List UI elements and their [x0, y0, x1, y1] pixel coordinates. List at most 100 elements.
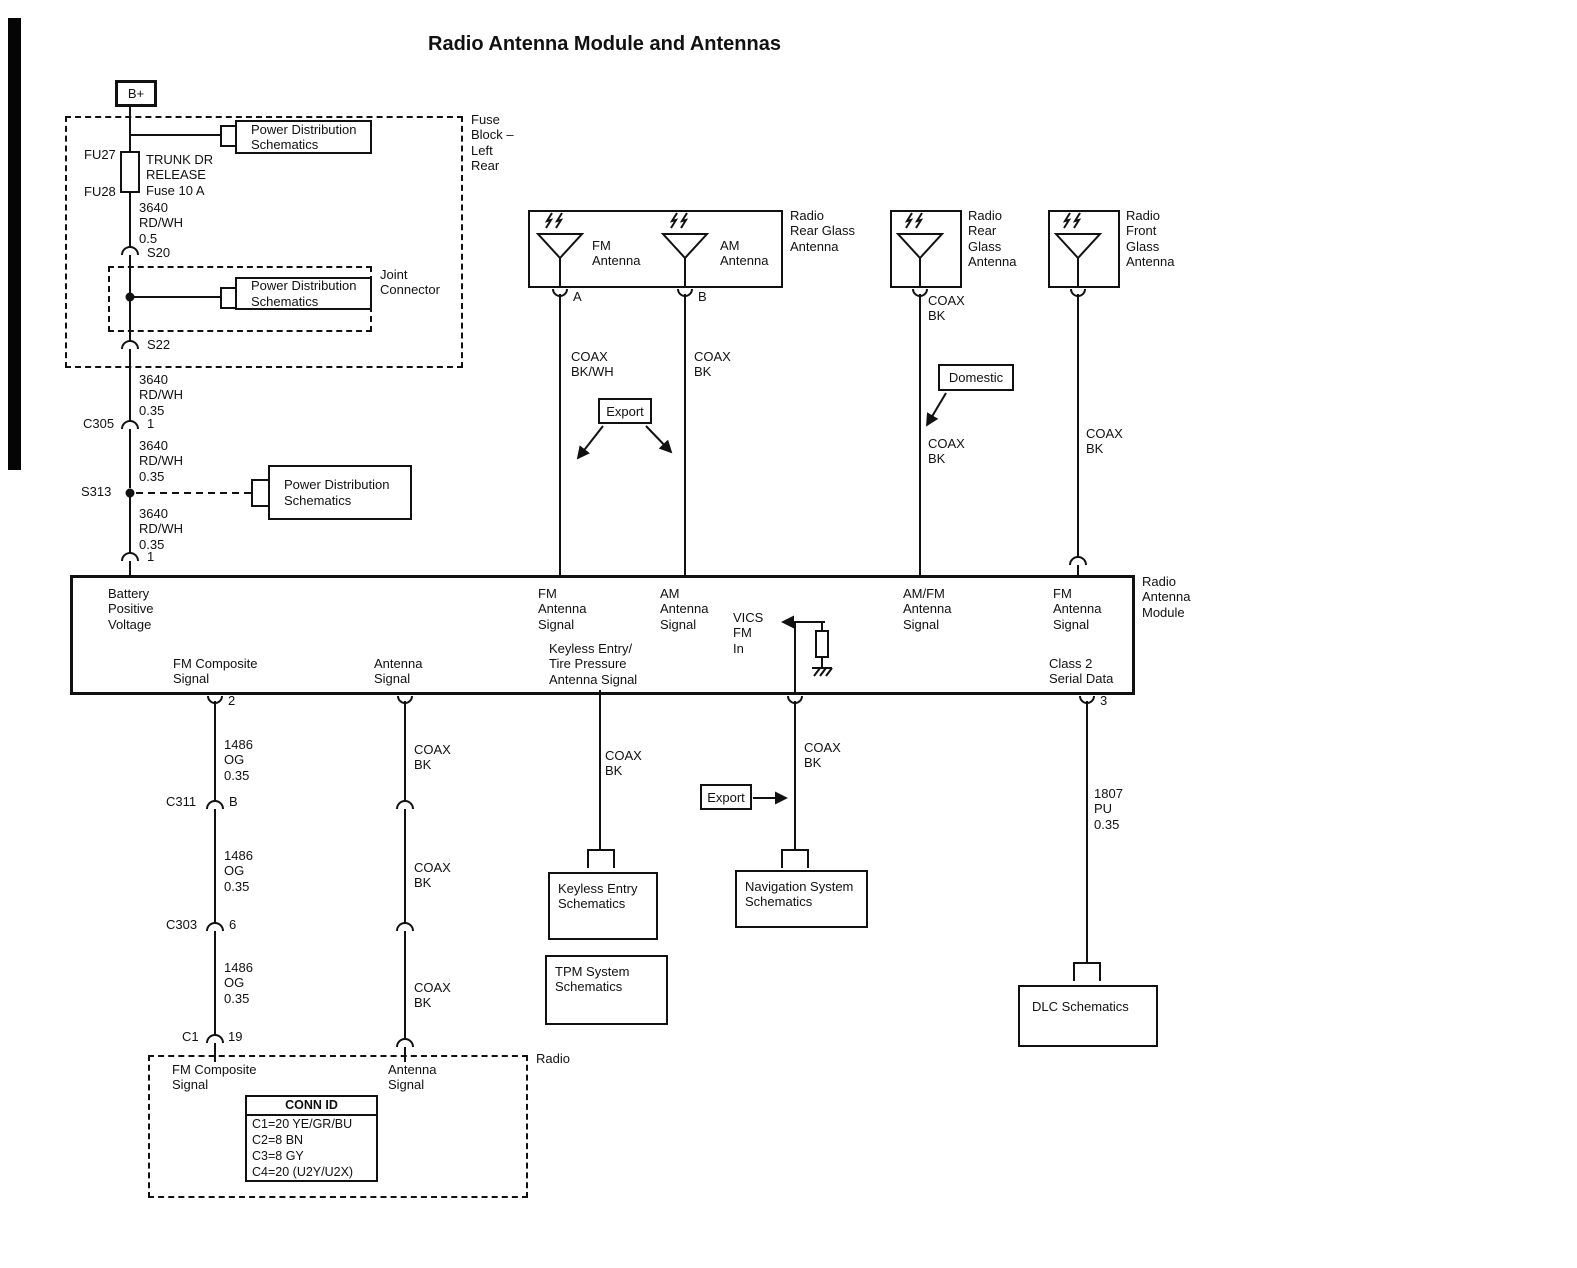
fuse-name-label: TRUNK DR RELEASE Fuse 10 A	[146, 152, 214, 198]
connector-icon	[396, 922, 414, 932]
domestic-arrow	[926, 392, 947, 427]
c303-pin-label: 6	[229, 917, 237, 932]
wire-label: 1486 OG 0.35	[224, 960, 253, 1006]
rear-glass-antenna-box	[890, 210, 962, 288]
dlc-schematics-box: DLC Schematics	[1018, 985, 1158, 1047]
export-arrow	[576, 425, 604, 460]
fm-signal2-label: FM Antenna Signal	[1053, 586, 1102, 632]
c305-pin-label: 1	[147, 416, 155, 431]
coax-label: COAX BK	[928, 436, 965, 467]
am-antenna-label: AM Antenna	[720, 238, 769, 269]
export-flag-box-2: Export	[700, 784, 752, 810]
fuse-block-label: Fuse Block – Left Rear	[471, 112, 514, 173]
wire-label: 3640 RD/WH 0.5	[139, 200, 184, 246]
wire-label: 1807 PU 0.35	[1094, 786, 1123, 832]
s22-label: S22	[147, 337, 171, 352]
coax-label: COAX BK	[1086, 426, 1123, 457]
coax-label: COAX BK	[928, 293, 965, 324]
keyless-signal-label: Keyless Entry/ Tire Pressure Antenna Sig…	[549, 641, 638, 687]
rear-glass-group-label: Radio Rear Glass Antenna	[790, 208, 856, 254]
amfm-signal-label: AM/FM Antenna Signal	[903, 586, 952, 632]
connector-c311-icon	[206, 800, 224, 810]
tpm-system-schematics-box: TPM System Schematics	[545, 955, 668, 1025]
coax-label: COAX BK/WH	[571, 349, 614, 380]
conn-id-row: C3=8 GY	[252, 1149, 304, 1163]
fm-antenna-label: FM Antenna	[592, 238, 641, 269]
joint-connector-label: Joint Connector	[380, 267, 440, 298]
wire-label: 1486 OG 0.35	[224, 848, 253, 894]
pin-b-label: B	[698, 289, 707, 304]
wire-label: 3640 RD/WH 0.35	[139, 506, 184, 552]
conn-id-row: C1=20 YE/GR/BU	[252, 1117, 353, 1131]
fu28-label: FU28	[84, 184, 116, 199]
fuse-block-box	[65, 116, 463, 368]
module-pin-icon	[1069, 556, 1087, 566]
coax-label: COAX BK	[605, 748, 642, 779]
s20-label: S20	[147, 245, 171, 260]
export-arrow	[645, 425, 673, 454]
conn-id-header: CONN ID	[247, 1097, 376, 1116]
navigation-system-schematics-box: Navigation System Schematics	[735, 870, 868, 928]
coax-label: COAX BK	[804, 740, 841, 771]
wire-label: 3640 RD/WH 0.35	[139, 372, 184, 418]
connector-c305-icon	[121, 420, 139, 430]
class2-label: Class 2 Serial Data	[1049, 656, 1114, 687]
c311-pin-label: B	[229, 794, 238, 809]
coax-label: COAX BK	[694, 349, 731, 380]
fm-composite-label: FM Composite Signal	[173, 656, 258, 687]
coax-label: COAX BK	[414, 860, 451, 891]
module-pin1-label: 1	[147, 549, 155, 564]
s313-label: S313	[81, 484, 112, 499]
front-glass-label: Radio Front Glass Antenna	[1126, 208, 1175, 269]
coax-label: COAX BK	[414, 980, 451, 1011]
radio-antenna-signal-label: Antenna Signal	[388, 1062, 437, 1093]
power-distribution-box-2: Power Distribution Schematics	[235, 277, 372, 310]
wire-label: 3640 RD/WH 0.35	[139, 438, 184, 484]
battery-positive-label: Battery Positive Voltage	[108, 586, 154, 632]
radio-label: Radio	[536, 1051, 570, 1066]
radio-fm-composite-label: FM Composite Signal	[172, 1062, 257, 1093]
am-signal-label: AM Antenna Signal	[660, 586, 709, 632]
wire-label: 1486 OG 0.35	[224, 737, 253, 783]
terminal-icon	[781, 849, 809, 868]
module-pin1-icon	[121, 552, 139, 562]
export-flag-box: Export	[598, 398, 652, 424]
radio-antenna-module-box	[70, 575, 1135, 695]
junction-dot	[125, 292, 135, 302]
conn-id-row: C2=8 BN	[252, 1133, 304, 1147]
page-title: Radio Antenna Module and Antennas	[428, 33, 781, 55]
rear-glass-label: Radio Rear Glass Antenna	[968, 208, 1017, 269]
c1-pin-label: 19	[228, 1029, 243, 1044]
pin2-label: 2	[228, 693, 236, 708]
scan-edge-bar	[8, 18, 21, 470]
conn-id-table: CONN ID C1=20 YE/GR/BU C2=8 BN C3=8 GY C…	[245, 1095, 378, 1182]
coax-label: COAX BK	[414, 742, 451, 773]
c303-label: C303	[166, 917, 198, 932]
b-plus-box: B+	[115, 80, 157, 107]
vics-label: VICS FM In	[733, 610, 764, 656]
conn-id-row: C4=20 (U2Y/U2X)	[252, 1165, 354, 1179]
b-plus-label: B+	[127, 86, 145, 101]
connector-c303-icon	[206, 922, 224, 932]
module-label: Radio Antenna Module	[1142, 574, 1191, 620]
terminal-icon	[587, 849, 615, 868]
terminal-icon	[1073, 962, 1101, 981]
connector-icon	[396, 1038, 414, 1048]
keyless-entry-schematics-box: Keyless Entry Schematics	[548, 872, 658, 940]
c311-label: C311	[166, 794, 197, 809]
connector-icon	[396, 800, 414, 810]
front-glass-antenna-box	[1048, 210, 1120, 288]
power-distribution-box-3: Power Distribution Schematics	[268, 465, 412, 520]
rear-glass-fm-am-antenna-box	[528, 210, 783, 288]
pin3-label: 3	[1100, 693, 1108, 708]
wire-segments	[120, 107, 1101, 1062]
fu27-label: FU27	[84, 147, 116, 162]
connector-c1-icon	[206, 1034, 224, 1044]
domestic-flag-box: Domestic	[938, 364, 1014, 391]
splice-s313-dot	[125, 488, 135, 498]
fm-signal-label: FM Antenna Signal	[538, 586, 587, 632]
radio-box	[148, 1055, 528, 1198]
c1-label: C1	[182, 1029, 199, 1044]
antenna-signal-label: Antenna Signal	[374, 656, 423, 687]
